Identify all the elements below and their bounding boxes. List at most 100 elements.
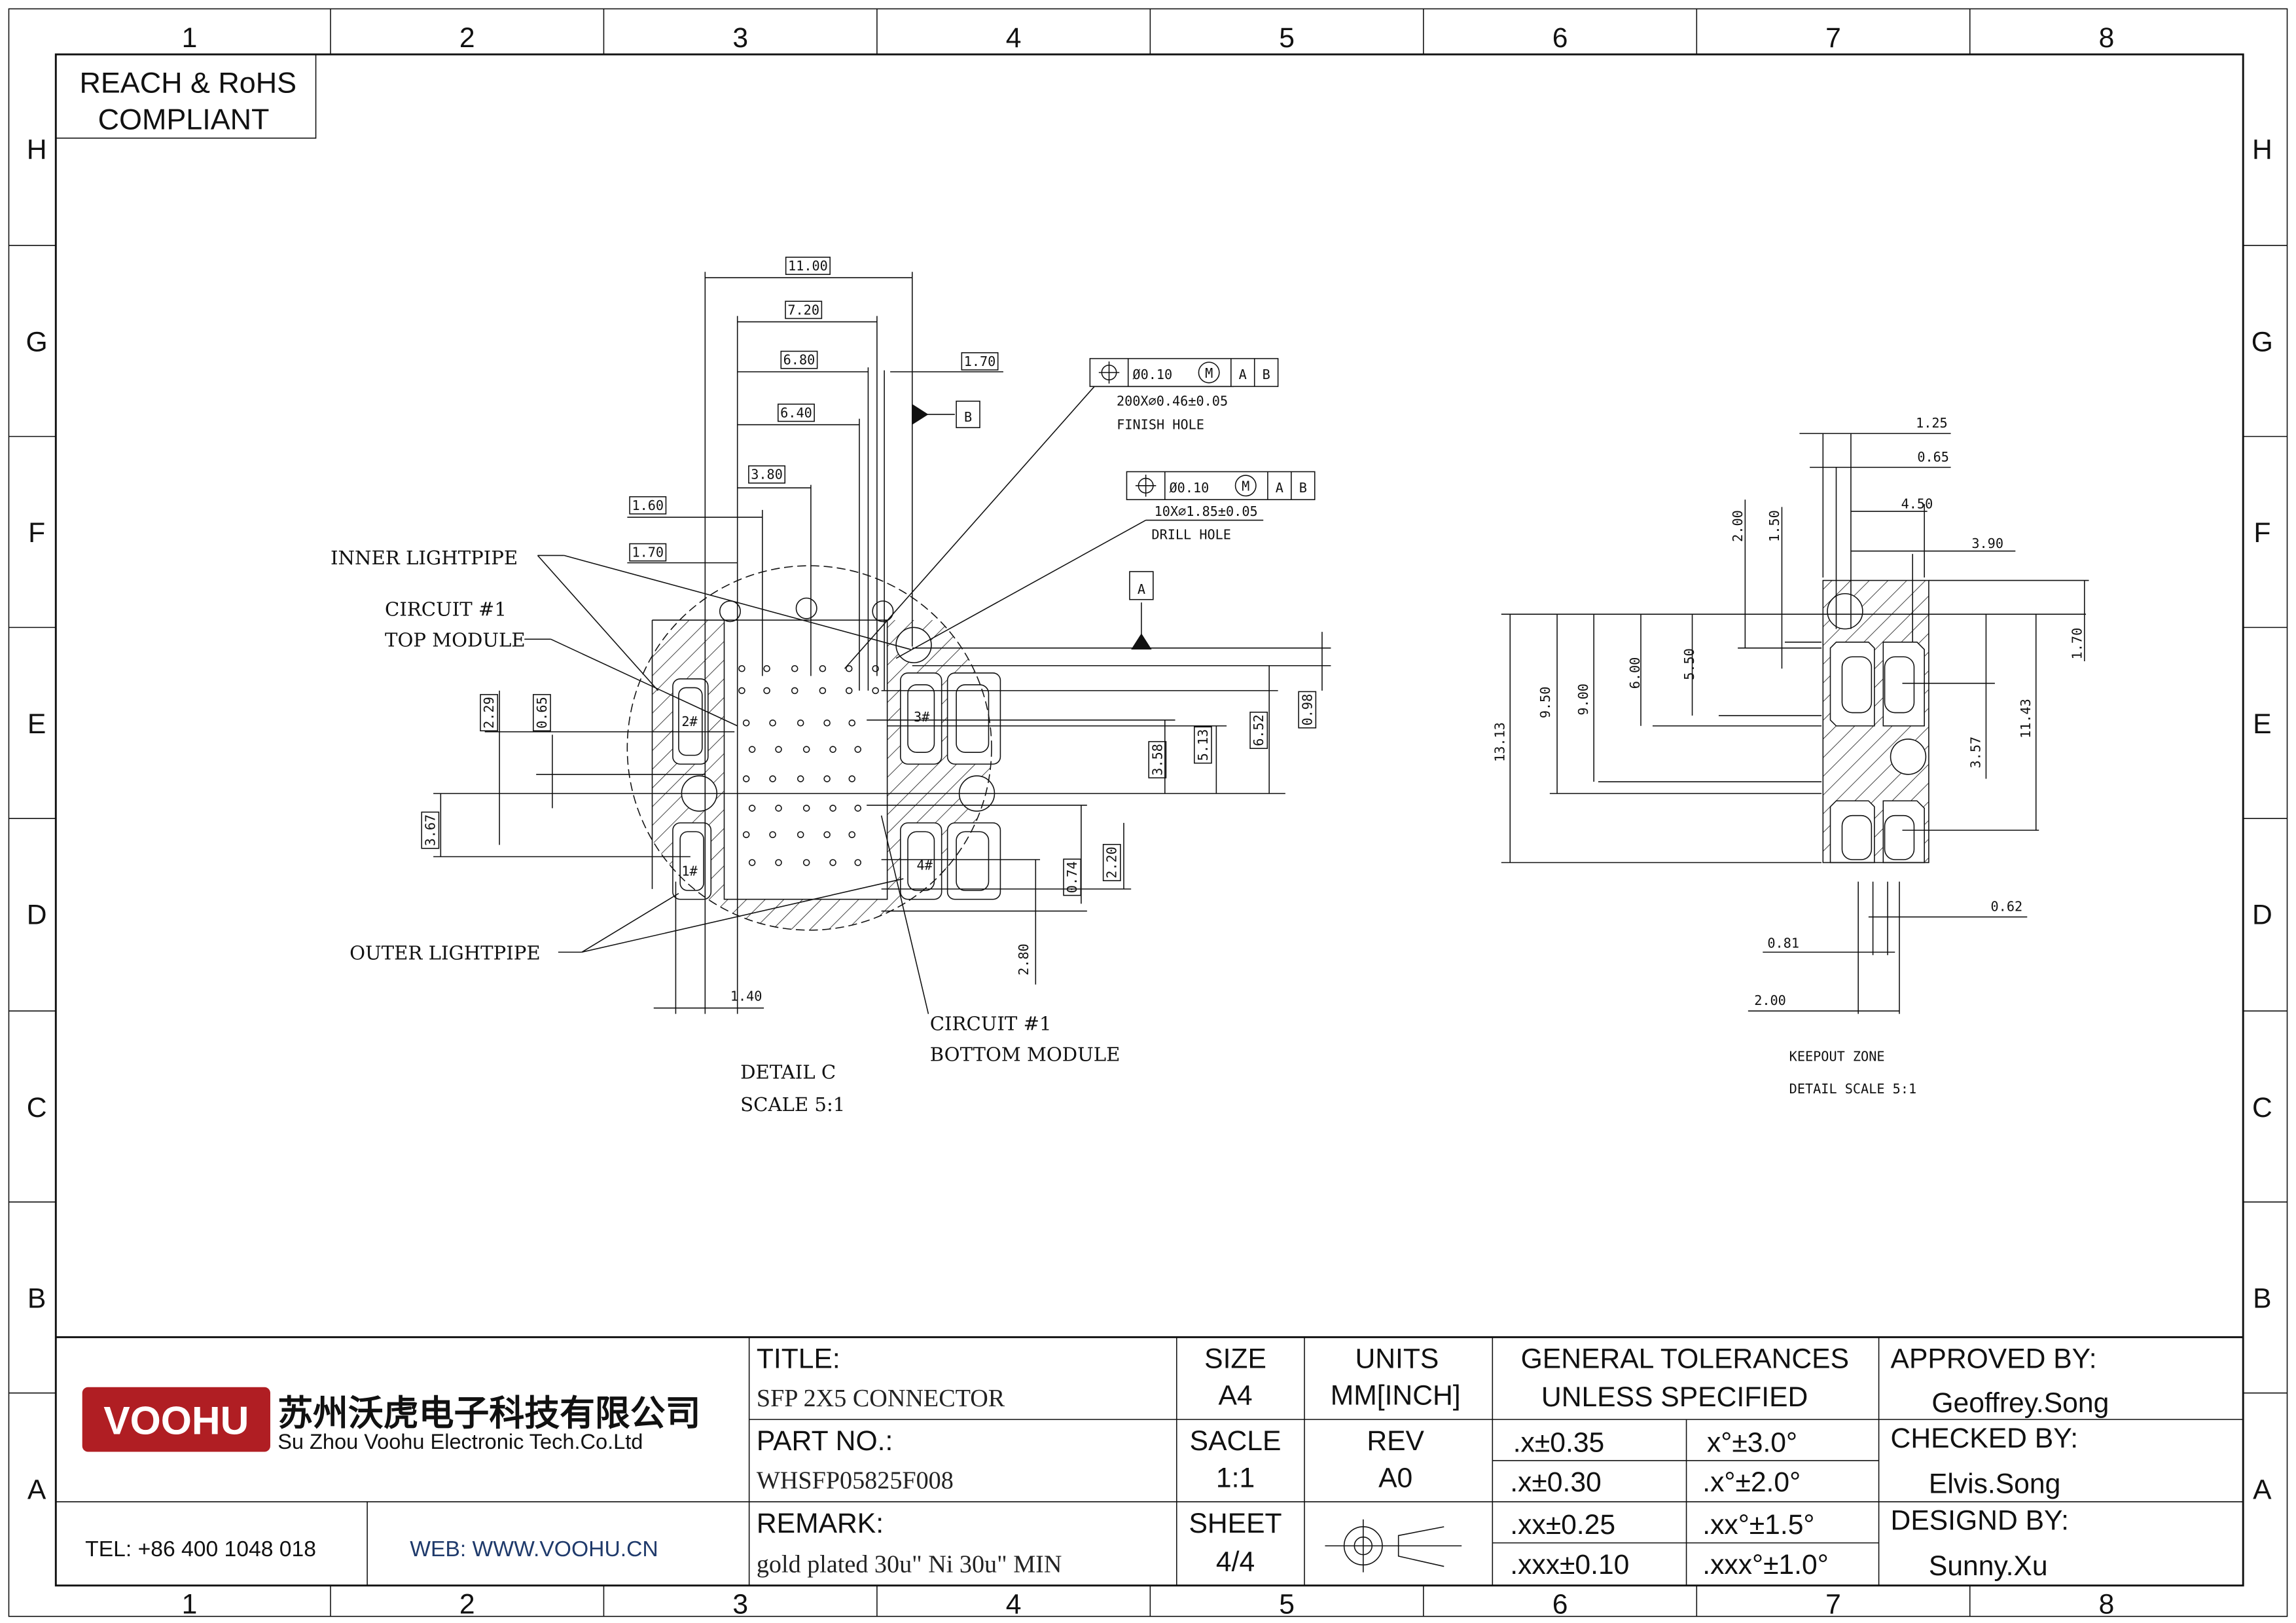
dim-label: 0.65 bbox=[1917, 449, 1949, 465]
callout-inner-lightpipe: INNER LIGHTPIPE bbox=[331, 547, 518, 569]
finish-hole bbox=[854, 805, 862, 812]
finish-hole bbox=[775, 859, 782, 866]
row-label: C bbox=[27, 1092, 47, 1123]
company-logo: VOOHU 苏州沃虎电子科技有限公司 Su Zhou Voohu Electro… bbox=[82, 1387, 701, 1453]
keepout-scale: DETAIL SCALE 5:1 bbox=[1789, 1081, 1916, 1097]
finish-hole bbox=[829, 746, 836, 753]
row-label: E bbox=[27, 708, 46, 740]
row-label: C bbox=[2252, 1092, 2272, 1123]
tolerance-linear: .x±0.35 bbox=[1513, 1427, 1605, 1458]
dim-label: 9.50 bbox=[1537, 687, 1553, 719]
finish-hole bbox=[748, 859, 756, 866]
dim-box bbox=[1193, 726, 1212, 764]
sheet-frame: 1 2 3 4 5 6 7 8 1 2 3 4 5 6 7 8 H G F E … bbox=[8, 8, 2288, 1620]
dim-label: 1.60 bbox=[632, 498, 664, 513]
dim-label: 1.25 bbox=[1916, 415, 1948, 431]
dim-box bbox=[780, 350, 818, 369]
dim-box bbox=[629, 496, 667, 515]
finish-hole bbox=[802, 859, 810, 866]
finish-hole bbox=[775, 805, 782, 812]
dim-label: 1.70 bbox=[2069, 628, 2085, 660]
title-value: SFP 2X5 CONNECTOR bbox=[757, 1385, 1005, 1412]
dim-box bbox=[785, 301, 823, 319]
dim-box bbox=[480, 694, 499, 732]
sheet-value: 4/4 bbox=[1216, 1546, 1255, 1577]
col-label: 5 bbox=[1279, 22, 1295, 54]
finish-hole bbox=[769, 831, 776, 839]
size-value: A4 bbox=[1218, 1380, 1252, 1412]
dim-box bbox=[533, 694, 551, 732]
dim-label: 4.50 bbox=[1901, 496, 1933, 512]
row-label: D bbox=[2252, 900, 2272, 931]
col-label: 6 bbox=[1552, 22, 1568, 54]
title-block: VOOHU 苏州沃虎电子科技有限公司 Su Zhou Voohu Electro… bbox=[56, 1336, 2244, 1586]
web-link[interactable]: WEB: WWW.VOOHU.CN bbox=[410, 1537, 658, 1561]
dim-label: 6.80 bbox=[783, 352, 816, 368]
approved-label: APPROVED BY: bbox=[1891, 1343, 2097, 1375]
projection-symbol-icon bbox=[1325, 1519, 1462, 1573]
finish-hole-grid bbox=[738, 665, 879, 866]
col-label: 2 bbox=[459, 1588, 475, 1620]
dim-label: 11.43 bbox=[2018, 699, 2034, 739]
fcf-datum: A bbox=[1276, 480, 1283, 496]
finish-hole bbox=[738, 665, 745, 672]
finish-hole bbox=[742, 831, 750, 839]
fcf-datum: B bbox=[1263, 367, 1270, 382]
dim-box bbox=[1148, 740, 1167, 778]
dim-box bbox=[785, 257, 831, 275]
tolerance-linear: .xxx±0.10 bbox=[1510, 1549, 1629, 1580]
finish-hole bbox=[738, 687, 745, 695]
row-label: D bbox=[27, 900, 47, 931]
row-label: B bbox=[2253, 1283, 2271, 1315]
fcf-datum: A bbox=[1239, 367, 1247, 382]
checked-label: CHECKED BY: bbox=[1891, 1423, 2079, 1454]
units-label: UNITS bbox=[1355, 1343, 1439, 1375]
detail-c-view: 2# 3# 1# 4# bbox=[331, 257, 1331, 1116]
tolerances-title: GENERAL TOLERANCES bbox=[1521, 1343, 1849, 1375]
tolerance-angle: .xx°±1.5° bbox=[1702, 1509, 1814, 1541]
finish-hole bbox=[829, 805, 836, 812]
row-label: E bbox=[2253, 708, 2271, 740]
row-label: F bbox=[28, 517, 45, 549]
finish-hole bbox=[848, 831, 856, 839]
dim-label: 2.00 bbox=[1754, 993, 1786, 1008]
dim-box bbox=[778, 403, 815, 422]
dim-label: 5.50 bbox=[1681, 648, 1697, 680]
finish-hole bbox=[797, 775, 804, 782]
finish-hole bbox=[797, 831, 804, 839]
fcf-datum: B bbox=[1299, 480, 1307, 496]
designed-value: Sunny.Xu bbox=[1929, 1550, 2048, 1582]
tolerance-linear: .xx±0.25 bbox=[1510, 1509, 1615, 1541]
finish-hole bbox=[742, 775, 750, 782]
scale-label: SACLE bbox=[1190, 1425, 1282, 1457]
finish-hole bbox=[769, 775, 776, 782]
dim-label: 1.50 bbox=[1767, 510, 1782, 542]
finish-hole bbox=[845, 687, 853, 695]
checked-value: Elvis.Song bbox=[1929, 1468, 2060, 1499]
row-label: G bbox=[26, 326, 48, 357]
col-label: 7 bbox=[1825, 22, 1841, 54]
col-label: 1 bbox=[182, 22, 198, 54]
finish-hole bbox=[797, 720, 804, 727]
designed-label: DESIGND BY: bbox=[1891, 1504, 2069, 1536]
fcf-label: DRILL HOLE bbox=[1151, 527, 1231, 543]
dim-label: 6.40 bbox=[780, 405, 812, 420]
dim-box bbox=[1298, 691, 1317, 729]
finish-hole bbox=[872, 665, 879, 672]
row-label: F bbox=[2253, 517, 2270, 549]
keepout-caption: KEEPOUT ZONE bbox=[1789, 1048, 1885, 1064]
dim-box bbox=[421, 811, 440, 849]
units-value: MM[INCH] bbox=[1331, 1380, 1461, 1412]
dim-label: 11.00 bbox=[788, 258, 828, 274]
finish-hole bbox=[748, 746, 756, 753]
port-label: 3# bbox=[914, 709, 930, 725]
finish-hole bbox=[823, 720, 831, 727]
detail-c-scale: SCALE 5:1 bbox=[740, 1093, 845, 1116]
port-label: 2# bbox=[681, 714, 698, 729]
sheet-label: SHEET bbox=[1189, 1508, 1282, 1539]
col-label: 3 bbox=[732, 22, 748, 54]
dim-box bbox=[1249, 712, 1268, 749]
fcf-drill-hole: Ø0.10 M A B 10X⌀1.85±0.05 DRILL HOLE bbox=[1126, 471, 1316, 543]
dim-label: 1.70 bbox=[632, 545, 664, 560]
dim-label: 13.13 bbox=[1492, 722, 1507, 762]
